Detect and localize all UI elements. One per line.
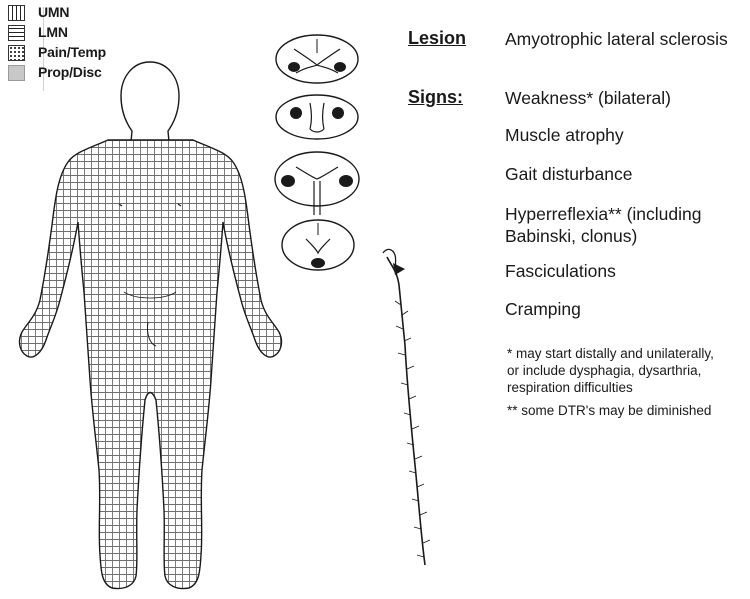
head <box>120 61 180 143</box>
legend-label-lmn: LMN <box>38 24 68 40</box>
footnote-1: * may start distally and unilaterally, o… <box>507 345 714 396</box>
lesion-value: Amyotrophic lateral sclerosis <box>505 29 728 49</box>
legend-label-pain-temp: Pain/Temp <box>38 44 106 60</box>
legend-item-umn: UMN <box>4 3 124 23</box>
sign-cramping: Cramping <box>505 299 581 319</box>
footnote-1-line-2: or include dysphagia, dysarthria, <box>507 363 702 378</box>
cord-section-cervical <box>275 34 359 84</box>
groin-detail <box>147 321 157 347</box>
legend-item-pain-temp: Pain/Temp <box>4 43 124 63</box>
prop-disc-swatch <box>8 65 25 81</box>
cord-section-lumbar <box>281 219 355 271</box>
legend-item-lmn: LMN <box>4 23 124 43</box>
lesion-heading: Lesion <box>408 28 467 48</box>
legend-divider <box>43 7 44 91</box>
cord-section-upper-thoracic <box>275 94 359 140</box>
footnote-1-line-1: * may start distally and unilaterally, <box>507 346 714 361</box>
footnote-1-line-3: respiration difficulties <box>507 380 633 395</box>
umn-swatch <box>8 5 25 21</box>
legend-item-prop-disc: Prop/Disc <box>4 63 124 83</box>
nerve-fiber-drawing <box>382 248 431 566</box>
legend: UMN LMN Pain/Temp Prop/Disc <box>4 3 124 91</box>
signs-heading: Signs: <box>408 87 464 107</box>
sign-gait-disturbance: Gait disturbance <box>505 164 633 184</box>
legend-label-prop-disc: Prop/Disc <box>38 64 102 80</box>
sign-fasciculations: Fasciculations <box>505 261 616 281</box>
nipples <box>118 203 182 207</box>
pain-temp-swatch <box>8 45 25 61</box>
legend-label-umn: UMN <box>38 4 70 20</box>
lmn-swatch <box>8 25 25 41</box>
waist-detail <box>123 291 177 299</box>
footnote-2: ** some DTR's may be diminished <box>507 403 712 418</box>
spinal-cord-sections <box>274 34 360 271</box>
sign-hyperreflexia-cont: Babinski, clonus) <box>505 226 638 246</box>
sign-muscle-atrophy: Muscle atrophy <box>505 125 624 145</box>
body-figure <box>18 61 283 590</box>
cord-section-lower-thoracic <box>274 151 360 215</box>
sign-hyperreflexia: Hyperreflexia** (including <box>505 204 702 224</box>
sign-weakness: Weakness* (bilateral) <box>505 88 671 108</box>
